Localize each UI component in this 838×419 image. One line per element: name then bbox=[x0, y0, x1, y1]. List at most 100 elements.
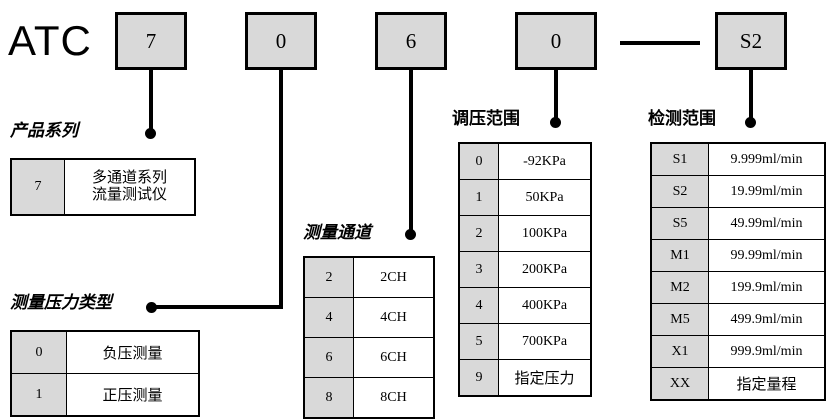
cell-value: 99.99ml/min bbox=[708, 239, 826, 272]
table-row: 1 正压测量 bbox=[10, 373, 200, 417]
table-row: 9 指定压力 bbox=[458, 359, 592, 397]
code-box-series[interactable]: 7 bbox=[115, 12, 187, 70]
section-label-channels: 测量通道 bbox=[303, 223, 371, 242]
cell-value: 49.99ml/min bbox=[708, 207, 826, 240]
table-row: S2 19.99ml/min bbox=[650, 175, 826, 208]
table-row: 0 -92KPa bbox=[458, 142, 592, 180]
table-row: S1 9.999ml/min bbox=[650, 142, 826, 176]
cell-value: 700KPa bbox=[498, 323, 592, 360]
cell-value: 100KPa bbox=[498, 215, 592, 252]
code-box-pressure-range-value: 0 bbox=[550, 28, 562, 53]
cell-code: 9 bbox=[458, 359, 499, 397]
code-box-series-value: 7 bbox=[145, 28, 157, 53]
table-row: X1 999.9ml/min bbox=[650, 335, 826, 368]
cell-code: 8 bbox=[303, 377, 354, 419]
cell-value: 6CH bbox=[353, 337, 435, 378]
table-channels: 2 2CH 4 4CH 6 6CH 8 8CH bbox=[303, 256, 435, 419]
cell-value: 负压测量 bbox=[66, 330, 200, 374]
cell-code: 1 bbox=[458, 179, 499, 216]
cell-value: 4CH bbox=[353, 297, 435, 338]
cell-value: 9.999ml/min bbox=[708, 142, 826, 176]
table-product-series: 7 多通道系列 流量测试仪 bbox=[10, 158, 196, 216]
section-label-pressure-type: 测量压力类型 bbox=[10, 293, 112, 312]
table-row: XX 指定量程 bbox=[650, 367, 826, 401]
cell-code: 2 bbox=[303, 256, 354, 298]
section-label-detection-range: 检测范围 bbox=[648, 109, 716, 128]
code-box-channels[interactable]: 6 bbox=[375, 12, 447, 70]
cell-code: 4 bbox=[458, 287, 499, 324]
cell-value: 指定压力 bbox=[498, 359, 592, 397]
table-row: 8 8CH bbox=[303, 377, 435, 419]
table-row: 2 100KPa bbox=[458, 215, 592, 252]
code-box-pressure-range[interactable]: 0 bbox=[515, 12, 597, 70]
cell-code: M2 bbox=[650, 271, 709, 304]
cell-value: -92KPa bbox=[498, 142, 592, 180]
brand-label: ATC bbox=[8, 17, 92, 64]
table-row: M5 499.9ml/min bbox=[650, 303, 826, 336]
connector-dot-pressure-type bbox=[146, 302, 157, 313]
cell-code: 2 bbox=[458, 215, 499, 252]
table-row: 5 700KPa bbox=[458, 323, 592, 360]
connector-line-detection-range bbox=[749, 68, 753, 123]
connector-line-pressure-range bbox=[554, 68, 558, 123]
cell-value: 50KPa bbox=[498, 179, 592, 216]
cell-value: 多通道系列 流量测试仪 bbox=[64, 158, 196, 216]
table-row: 3 200KPa bbox=[458, 251, 592, 288]
cell-code: M1 bbox=[650, 239, 709, 272]
cell-code: 1 bbox=[10, 373, 67, 417]
table-detection-range: S1 9.999ml/min S2 19.99ml/min S5 49.99ml… bbox=[650, 142, 826, 401]
code-separator-dash bbox=[620, 41, 700, 45]
table-row: M2 199.9ml/min bbox=[650, 271, 826, 304]
cell-value: 499.9ml/min bbox=[708, 303, 826, 336]
connector-line-pressure-type-vertical bbox=[279, 68, 283, 309]
table-pressure-type: 0 负压测量 1 正压测量 bbox=[10, 330, 200, 417]
cell-code: 0 bbox=[458, 142, 499, 180]
cell-code: 0 bbox=[10, 330, 67, 374]
table-row: 4 400KPa bbox=[458, 287, 592, 324]
connector-line-pressure-type-horizontal bbox=[152, 305, 283, 309]
cell-code: 5 bbox=[458, 323, 499, 360]
table-row: 4 4CH bbox=[303, 297, 435, 338]
table-row: 0 负压测量 bbox=[10, 330, 200, 374]
connector-dot-pressure-range bbox=[550, 117, 561, 128]
cell-code: S1 bbox=[650, 142, 709, 176]
table-row: M1 99.99ml/min bbox=[650, 239, 826, 272]
cell-code: 4 bbox=[303, 297, 354, 338]
connector-dot-detection-range bbox=[745, 117, 756, 128]
code-box-pressure-type-value: 0 bbox=[275, 28, 287, 53]
cell-value-line1: 多通道系列 bbox=[91, 169, 167, 186]
cell-code: 7 bbox=[10, 158, 65, 216]
cell-code: 3 bbox=[458, 251, 499, 288]
section-label-pressure-range: 调压范围 bbox=[452, 109, 520, 128]
connector-dot-series bbox=[145, 128, 156, 139]
connector-line-channels bbox=[409, 68, 413, 235]
connector-line-series bbox=[149, 68, 153, 134]
cell-code: M5 bbox=[650, 303, 709, 336]
cell-code: S2 bbox=[650, 175, 709, 208]
code-box-channels-value: 6 bbox=[405, 28, 417, 53]
cell-value: 199.9ml/min bbox=[708, 271, 826, 304]
cell-value: 400KPa bbox=[498, 287, 592, 324]
cell-value-line2: 流量测试仪 bbox=[91, 187, 167, 203]
cell-value: 999.9ml/min bbox=[708, 335, 826, 368]
table-row: 2 2CH bbox=[303, 256, 435, 298]
connector-dot-channels bbox=[405, 229, 416, 240]
cell-code: 6 bbox=[303, 337, 354, 378]
code-box-detection-range[interactable]: S2 bbox=[715, 12, 787, 70]
code-box-pressure-type[interactable]: 0 bbox=[245, 12, 317, 70]
table-row: 6 6CH bbox=[303, 337, 435, 378]
section-label-product-series: 产品系列 bbox=[10, 121, 78, 140]
cell-value: 200KPa bbox=[498, 251, 592, 288]
table-pressure-range: 0 -92KPa 1 50KPa 2 100KPa 3 200KPa 4 400… bbox=[458, 142, 592, 397]
table-row: S5 49.99ml/min bbox=[650, 207, 826, 240]
cell-code: S5 bbox=[650, 207, 709, 240]
table-row: 7 多通道系列 流量测试仪 bbox=[10, 158, 196, 216]
cell-code: XX bbox=[650, 367, 709, 401]
cell-value: 2CH bbox=[353, 256, 435, 298]
cell-value: 8CH bbox=[353, 377, 435, 419]
code-box-detection-range-value: S2 bbox=[739, 28, 763, 53]
cell-code: X1 bbox=[650, 335, 709, 368]
cell-value: 正压测量 bbox=[66, 373, 200, 417]
cell-value: 19.99ml/min bbox=[708, 175, 826, 208]
